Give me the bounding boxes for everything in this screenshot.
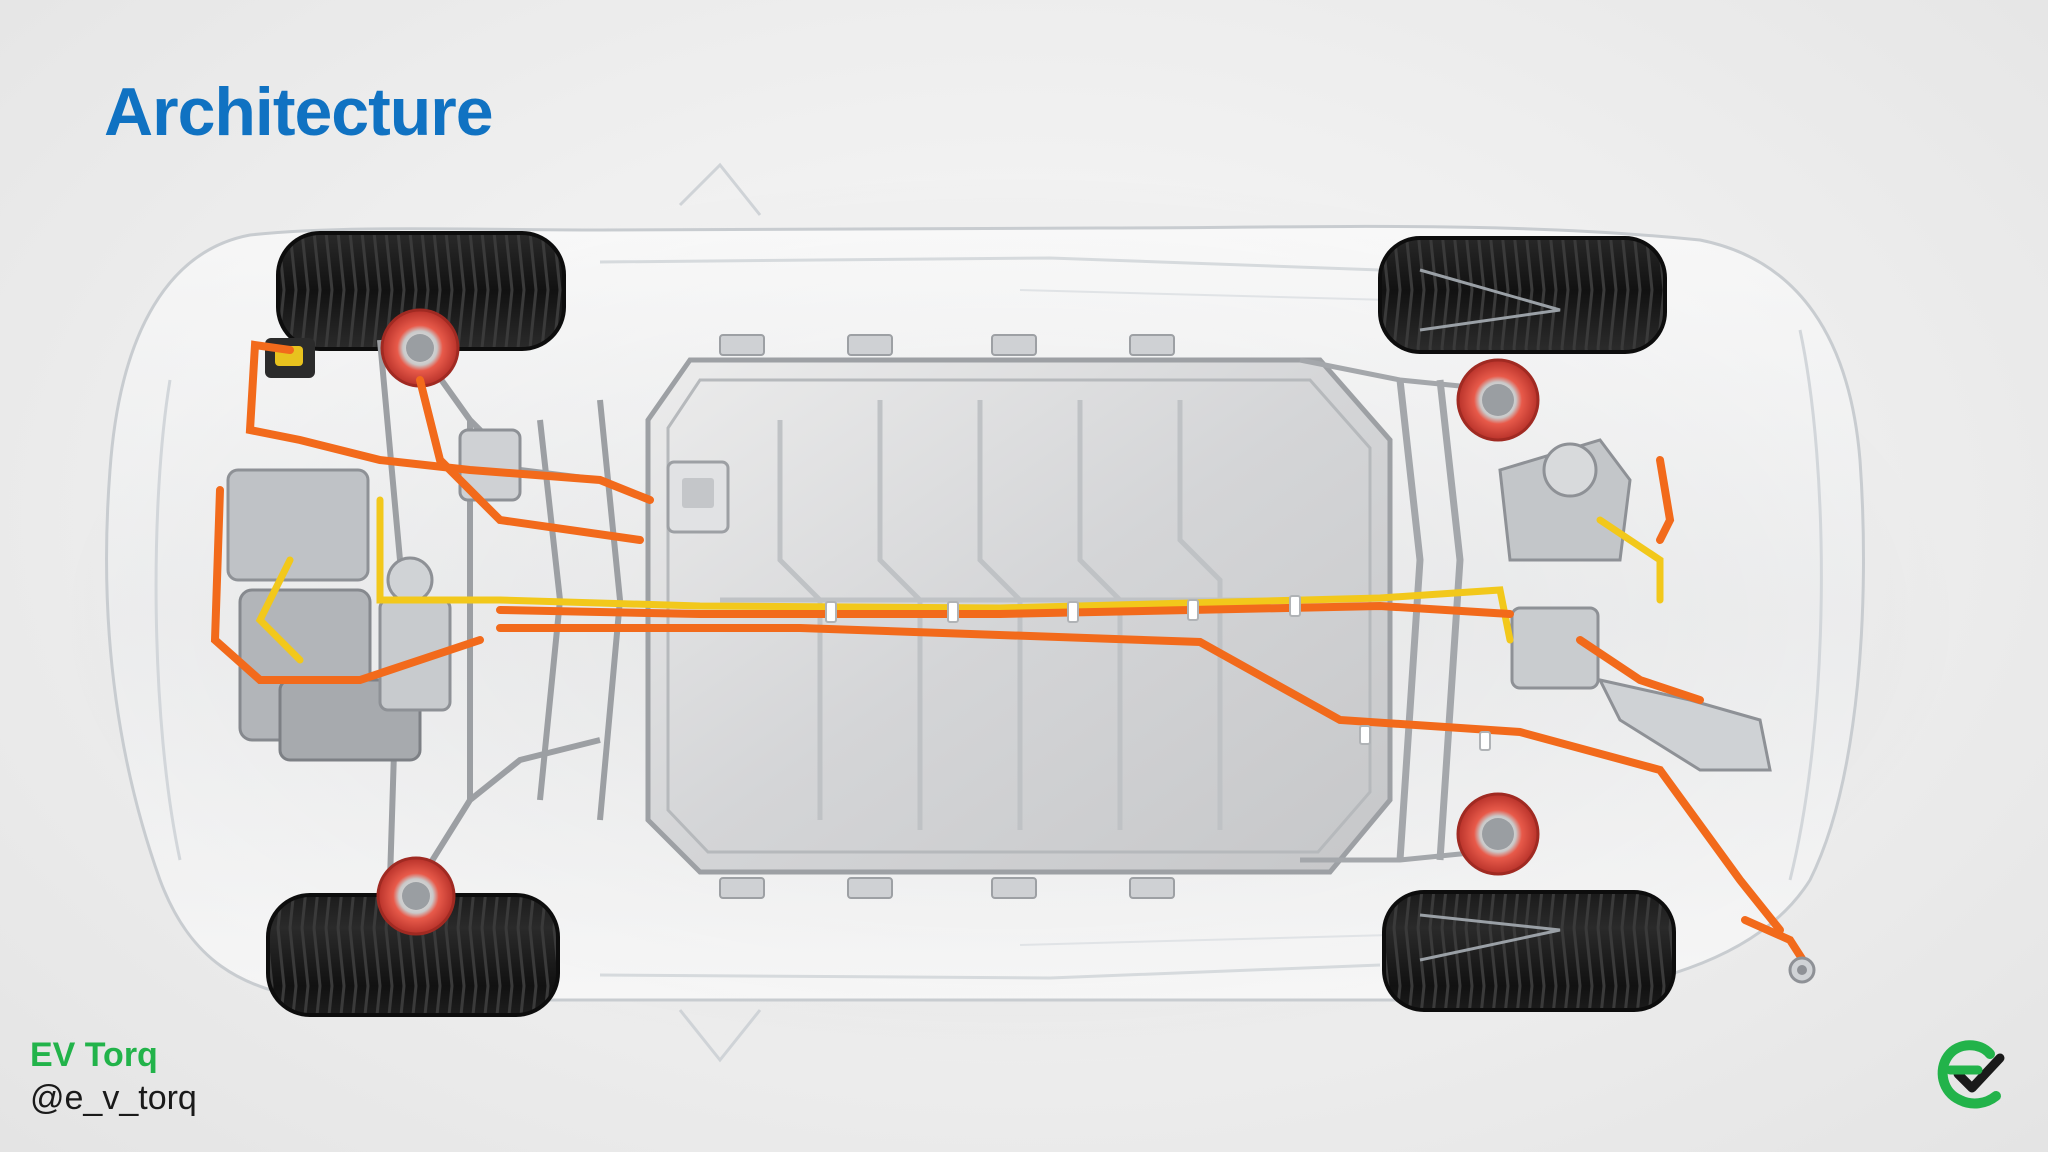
brand-credit: EV Torq @e_v_torq [30, 1034, 197, 1119]
cable-clips [825, 595, 1491, 751]
slide-title: Architecture [104, 74, 494, 150]
social-handle: @e_v_torq [30, 1078, 197, 1117]
brand-name: EV Torq [30, 1036, 158, 1074]
tires [266, 231, 1676, 1017]
ev-checkmark-logo-icon [1937, 1040, 2005, 1109]
rear-subframe [1299, 357, 1772, 863]
front-wheel-hubs [376, 308, 460, 936]
hv-cables [210, 340, 1812, 972]
charge-port [1788, 956, 1816, 984]
rear-wheel-hubs [1456, 358, 1540, 876]
front-drive-unit [226, 338, 522, 762]
